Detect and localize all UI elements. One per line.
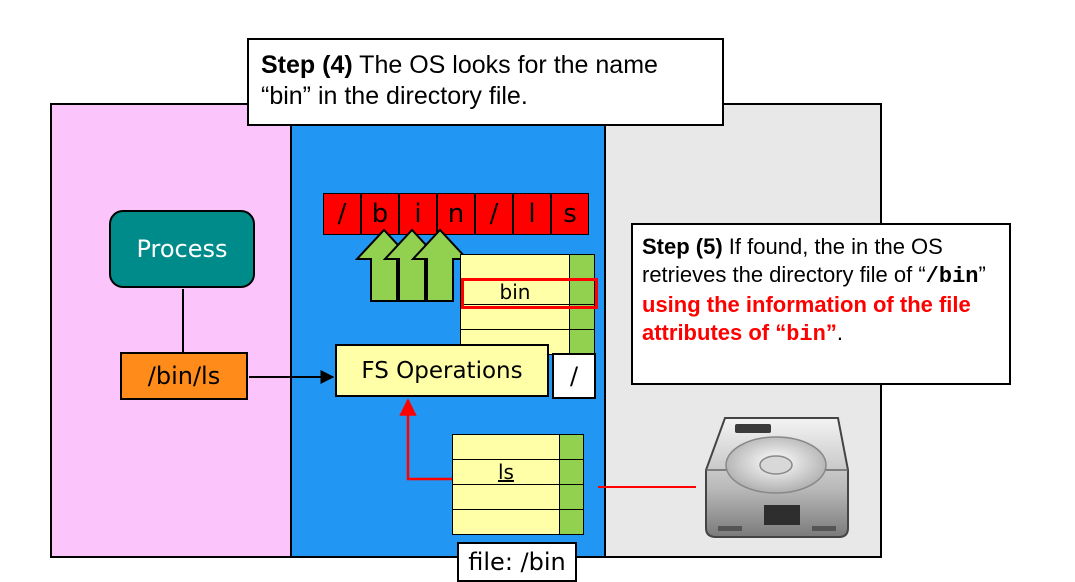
code-bin-path: /bin [925,264,979,289]
path-char: / [323,193,361,235]
fs-operations-label: FS Operations [361,357,523,384]
process-box: Process [109,210,255,288]
step4-title: Step (4) [261,51,353,79]
bin-dir-entry-ls: ls [452,459,560,485]
process-label: Process [136,235,228,263]
bin-dir-table: ls [452,434,585,536]
bin-entry-highlight [461,278,598,309]
path-arg-label: /bin/ls [147,362,221,390]
path-char: l [513,193,551,235]
code-bin-name: bin [786,322,826,347]
path-chars: / b i n / l s [323,193,589,235]
connectors [182,289,696,488]
user-space-panel [50,103,292,558]
up-arrow-icon [410,228,470,302]
path-char: i [399,193,437,235]
root-dir-name: / [552,353,596,399]
fs-operations-box: FS Operations [335,344,549,397]
step5-callout: Step (5) If found, the in the OS retriev… [631,223,1011,385]
path-char: n [437,193,475,235]
step4-text: The OS looks for the name “bin” in the d… [261,51,658,110]
hard-disk-icon [705,417,849,538]
bin-dir-to-fs-arrow [399,398,452,481]
step4-callout: Step (4) The OS looks for the name “bin”… [247,38,724,126]
lookup-arrows [354,228,470,302]
path-arg-box: /bin/ls [120,352,248,400]
path-char: / [475,193,513,235]
step5-title: Step (5) [642,234,723,259]
path-char: s [551,193,589,235]
